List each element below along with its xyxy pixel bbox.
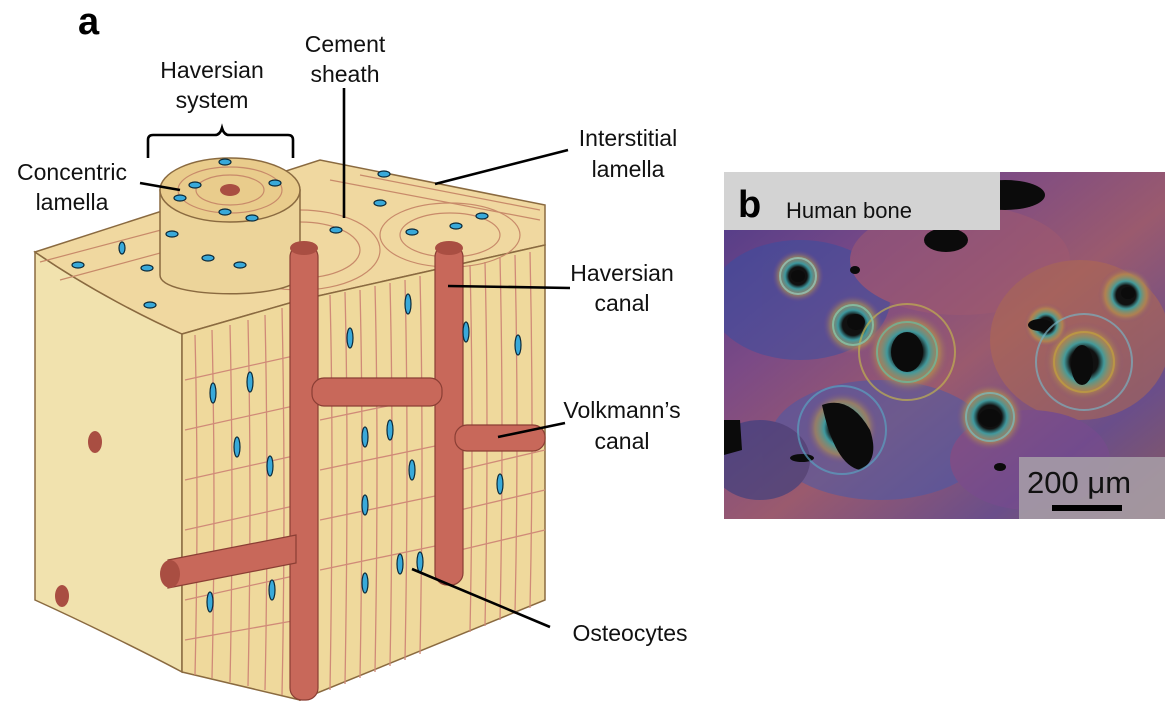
scale-bar <box>1052 505 1122 511</box>
cement-sheath-label-2: sheath <box>310 61 379 87</box>
cement-sheath-label-1: Cement <box>305 31 386 57</box>
panel-b-letter: b <box>738 184 761 226</box>
haversian-canal-label-2: canal <box>595 290 650 316</box>
concentric-lamella-label-1: Concentric <box>17 159 127 185</box>
volkmanns-canal-label-2: canal <box>595 428 650 454</box>
haversian-canal-label-1: Haversian <box>570 260 674 286</box>
interstitial-lamella-label-2: lamella <box>592 156 665 182</box>
scale-bar-label: 200 μm <box>1027 465 1131 500</box>
panel-b-micrograph: b Human bone 200 μm <box>710 172 1166 519</box>
interstitial-lamella-leader <box>435 150 568 184</box>
haversian-system-label-1: Haversian <box>160 57 264 83</box>
panel-a-diagram <box>35 158 545 700</box>
concentric-lamella-label-2: lamella <box>36 189 109 215</box>
haversian-system-label-2: system <box>176 87 249 113</box>
micrograph-title: Human bone <box>786 198 912 223</box>
haversian-canal-2 <box>435 245 463 585</box>
horizontal-canal <box>312 378 442 406</box>
interstitial-lamella-label-1: Interstitial <box>579 125 677 151</box>
surface-hole-1 <box>88 431 102 453</box>
haversian-canal-1 <box>290 245 318 700</box>
central-canal-opening <box>220 184 240 196</box>
volkmanns-canal-label-1: Volkmann’s <box>563 397 680 423</box>
haversian-system-bracket <box>148 128 293 158</box>
osteocytes-label: Osteocytes <box>572 620 687 646</box>
panel-a-letter: a <box>78 1 100 43</box>
surface-hole-2 <box>55 585 69 607</box>
